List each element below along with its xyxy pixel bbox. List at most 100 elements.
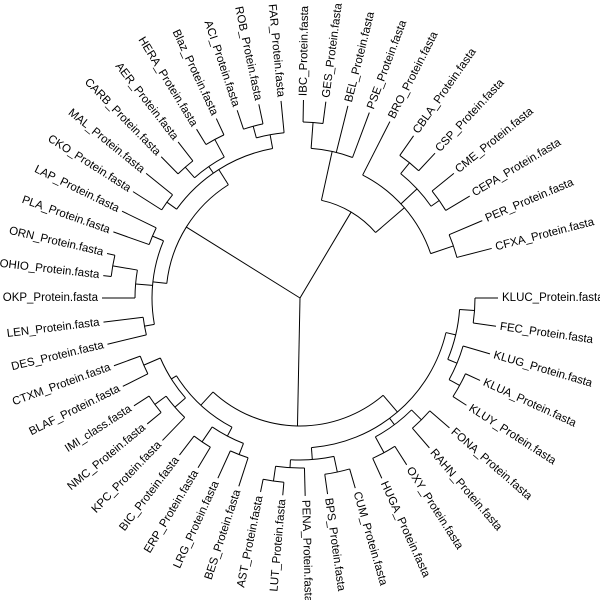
tip-label: BPS_Protein.fasta — [322, 497, 347, 592]
tip-label: LUT_Protein.fasta — [268, 498, 288, 592]
tree-branch — [310, 447, 313, 460]
tree-branch — [459, 308, 475, 312]
tip-label: OKP_Protein.fasta — [3, 292, 99, 304]
tree-branch — [375, 207, 405, 233]
tree-branches — [102, 100, 498, 496]
tree-branch — [226, 426, 233, 437]
tree-arc — [139, 355, 149, 375]
tip-label: FEC_Protein.fasta — [499, 321, 594, 346]
tree-branch — [152, 281, 167, 284]
tree-branch — [320, 151, 333, 201]
tree-branch — [465, 373, 481, 381]
tree-arc — [212, 391, 384, 427]
tree-branch — [107, 334, 147, 345]
tree-branch — [143, 357, 161, 366]
tree-branch — [208, 166, 214, 174]
tree-branch — [260, 479, 264, 493]
tip-label: OHIO_Protein.fasta — [0, 258, 101, 281]
tree-branch — [448, 379, 460, 386]
tree-branch — [145, 173, 173, 196]
tree-branch — [135, 283, 153, 286]
tree-branch — [160, 156, 179, 175]
tree-branch — [462, 345, 491, 355]
tree-branch — [399, 135, 414, 156]
tree-branch — [218, 169, 229, 186]
tree-branch — [196, 128, 207, 145]
tip-label: IBC_Protein.fasta — [298, 5, 312, 96]
tip-label: MAL_Protein.fasta — [66, 107, 148, 176]
tree-branch — [324, 474, 329, 495]
tree-branch — [215, 118, 225, 136]
tree-branch — [184, 166, 195, 179]
tip-label: LEN_Protein.fasta — [6, 317, 101, 340]
tree-branch — [400, 162, 410, 174]
tree-branch — [144, 323, 155, 327]
tip-label: FAR_Protein.fasta — [266, 3, 287, 98]
tree-branch — [122, 373, 149, 387]
tree-branch — [362, 121, 391, 176]
tree-branch — [166, 201, 177, 210]
tree-branch — [456, 247, 492, 258]
tree-branch — [430, 245, 454, 255]
tree-branch — [335, 105, 349, 153]
tip-label: KLUG_Protein.fasta — [492, 349, 594, 390]
tree-branch — [445, 195, 470, 211]
tree-branch — [374, 436, 385, 453]
tip-label: GES_Protein.fasta — [320, 2, 344, 99]
tree-arc — [275, 465, 305, 469]
tree-branch — [372, 458, 383, 479]
tree-branch — [186, 226, 301, 299]
tree-branch — [113, 355, 141, 367]
tree-branch — [177, 141, 194, 162]
tree-branch — [103, 275, 112, 277]
tree-branch — [236, 110, 244, 130]
tree-branch — [310, 122, 314, 149]
tip-label: NMC_Protein.fasta — [65, 422, 148, 493]
tree-branch — [113, 231, 150, 246]
tree-branch — [431, 173, 455, 192]
tree-branch — [333, 456, 338, 473]
tree-arc — [176, 147, 273, 210]
tree-branch — [272, 466, 277, 482]
tree-branch — [238, 457, 249, 487]
tree-arc — [372, 445, 396, 459]
tree-branch — [282, 482, 285, 496]
tree-arc — [134, 269, 138, 299]
tree-arc — [311, 332, 447, 449]
tree-branch — [430, 200, 440, 207]
tree-branch — [296, 297, 301, 426]
tree-branch — [299, 211, 352, 299]
tree-branch — [429, 410, 450, 429]
tip-label: CFXA_Protein.fasta — [494, 216, 596, 253]
tree-branch — [179, 435, 195, 456]
tree-branch — [252, 126, 257, 138]
tree-branch — [389, 417, 395, 425]
tree-branch — [394, 446, 408, 466]
tip-label: AER_Protein.fasta — [113, 61, 181, 143]
tree-branch — [303, 467, 306, 496]
tree-arc — [148, 227, 157, 245]
tree-branch — [106, 252, 115, 256]
tree-branch — [473, 322, 497, 327]
tip-label: KPC_Protein.fasta — [90, 439, 165, 516]
tree-branch — [258, 104, 264, 124]
tree-branch — [452, 396, 467, 406]
tree-branch — [352, 112, 370, 158]
tree-branch — [412, 427, 430, 449]
tree-arc — [256, 132, 285, 139]
tree-branch — [171, 375, 177, 380]
tree-branch — [121, 210, 157, 229]
tip-label: PENA_Protein.fasta — [299, 500, 314, 600]
tree-branch — [382, 394, 398, 413]
tip-label: KLUC_Protein.fasta — [502, 292, 600, 304]
tree-branch — [103, 316, 144, 323]
tree-branch — [197, 446, 211, 468]
tree-branch — [154, 395, 167, 405]
tree-branch — [201, 426, 213, 443]
tree-branch — [146, 412, 162, 425]
tree-branch — [349, 468, 356, 489]
tree-branch — [174, 397, 186, 408]
tree-branch — [214, 139, 225, 158]
tree-branch — [133, 395, 150, 407]
